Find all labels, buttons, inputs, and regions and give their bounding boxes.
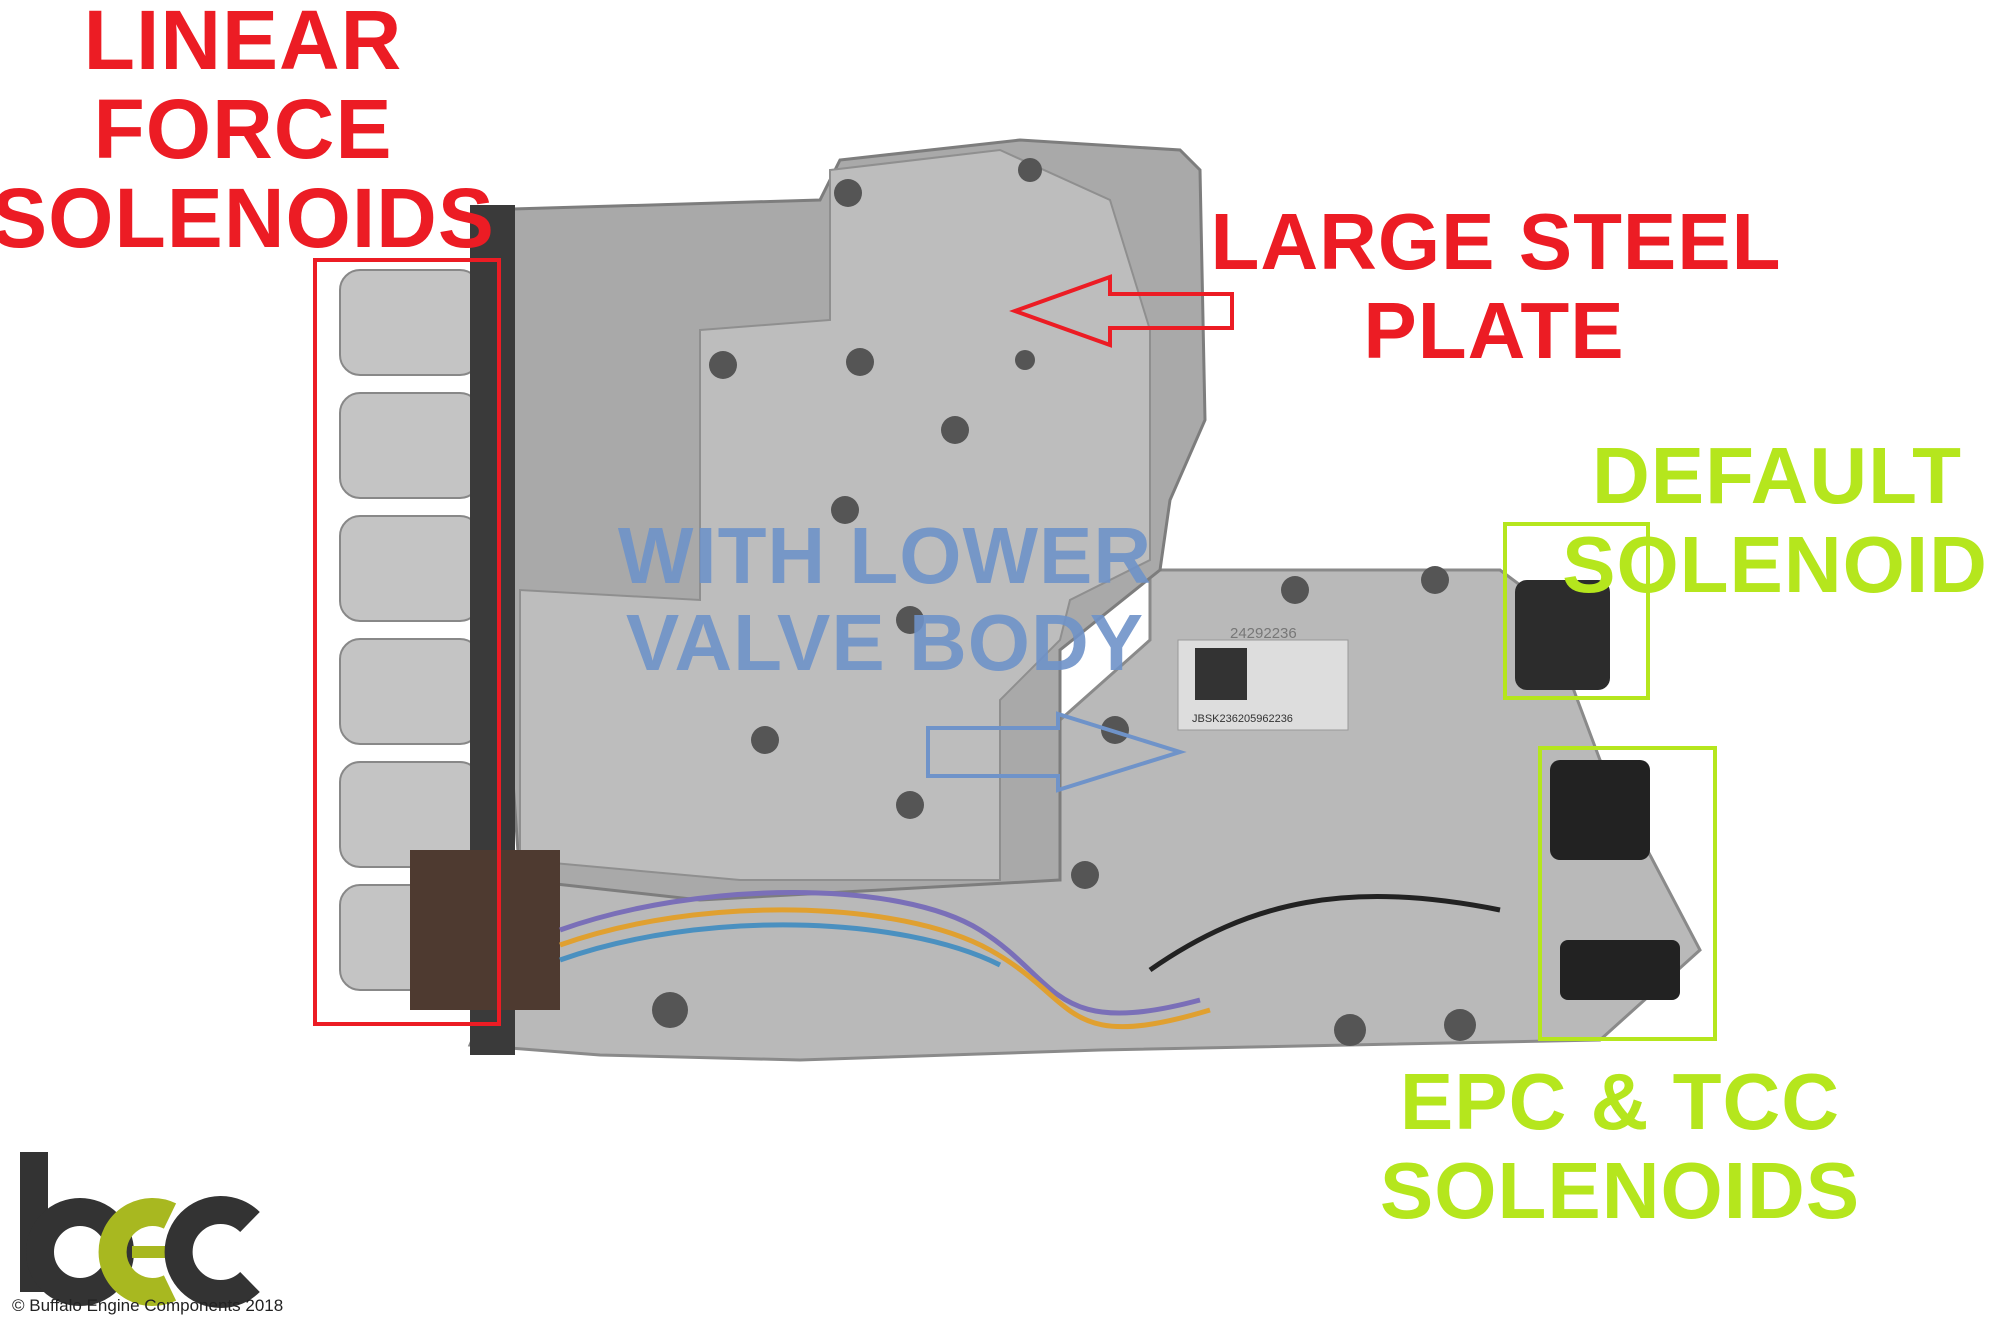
label-large-steel: LARGE STEEL — [1210, 197, 1782, 286]
linear-force-solenoid-stack — [339, 269, 481, 991]
label-solenoids-green: SOLENOIDS — [1379, 1146, 1861, 1235]
label-solenoid: SOLENOID — [1562, 520, 1988, 609]
steel-plate-arrow — [1009, 274, 1234, 348]
label-epc-tcc: EPC & TCC — [1399, 1057, 1841, 1146]
part-number-marking: 24292236 — [1230, 625, 1297, 642]
connector — [410, 850, 560, 1010]
epc-tcc-solenoids-box — [1538, 746, 1717, 1041]
label-linear: LINEAR — [83, 0, 403, 87]
lower-valve-body-arrow — [926, 711, 1187, 793]
epc-solenoid — [1550, 760, 1650, 860]
label-force: FORCE — [93, 82, 393, 176]
label-valve-body: VALVE BODY — [625, 598, 1145, 687]
label-plate: PLATE — [1363, 286, 1625, 375]
bec-logo — [20, 1152, 260, 1308]
linear-force-solenoids-box — [313, 258, 501, 1026]
label-with-lower: WITH LOWER — [617, 511, 1153, 600]
serial-marking: JBSK236205962236 — [1192, 713, 1293, 725]
default-solenoid-box — [1503, 522, 1650, 700]
default-solenoid — [1515, 580, 1610, 690]
label-solenoids-red: SOLENOIDS — [0, 171, 495, 265]
label-default: DEFAULT — [1592, 431, 1962, 520]
copyright-text: © Buffalo Engine Components 2018 — [12, 1296, 284, 1315]
tcc-solenoid — [1560, 940, 1680, 1000]
